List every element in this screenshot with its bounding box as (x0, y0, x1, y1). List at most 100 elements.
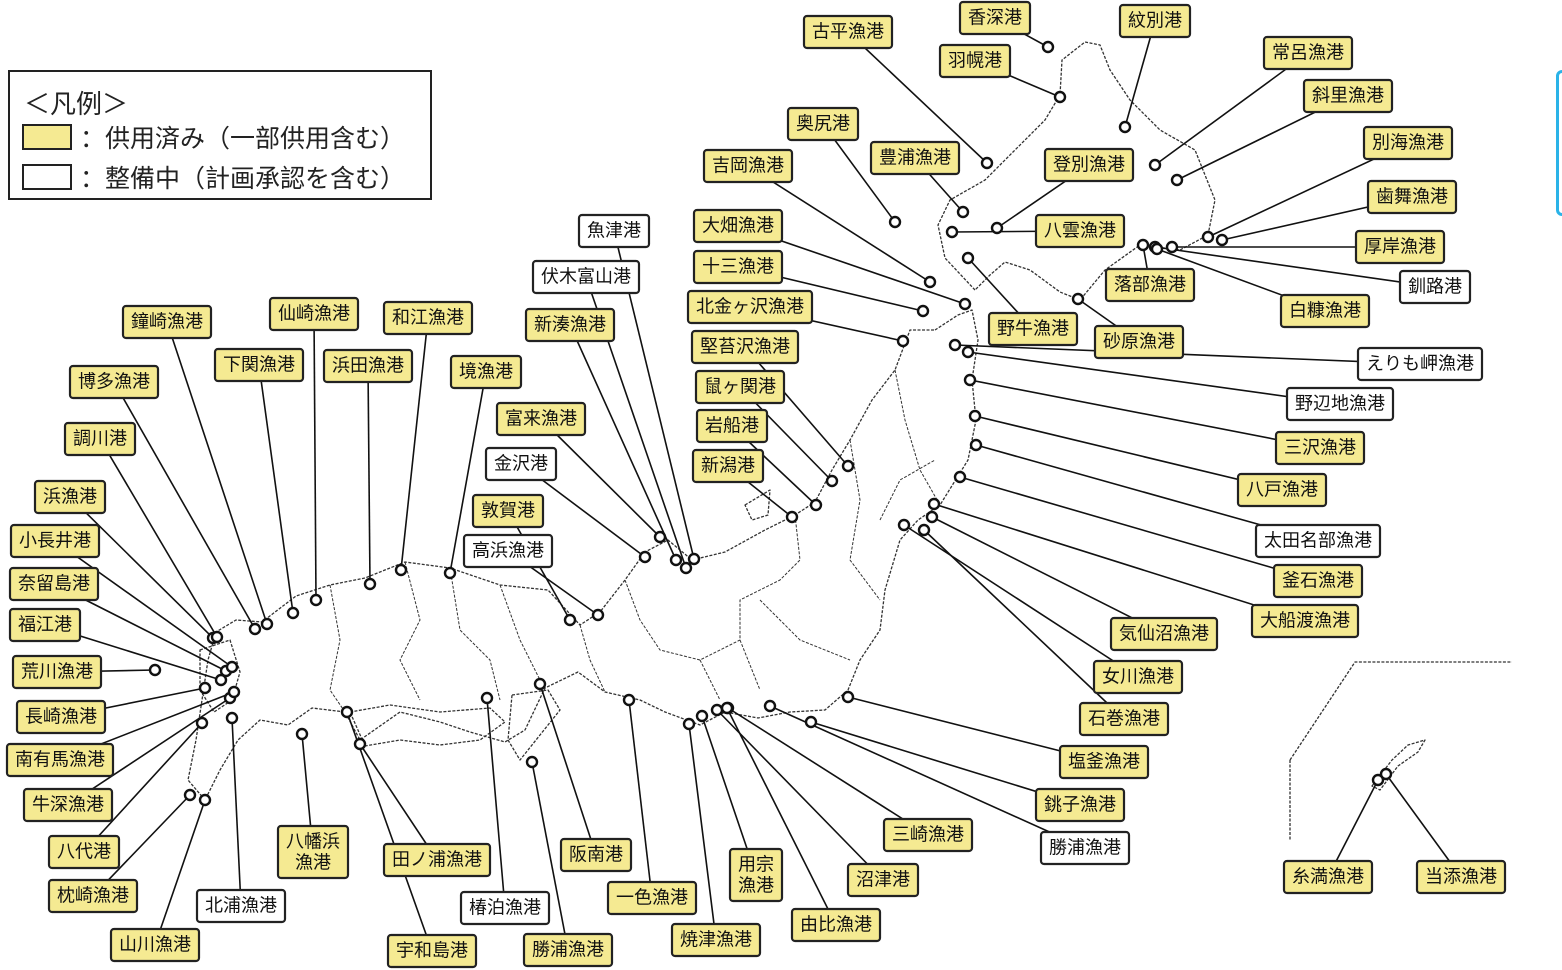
port-marker[interactable] (198, 681, 212, 695)
port-label[interactable]: 野辺地漁港 (1285, 386, 1395, 422)
port-marker[interactable] (804, 715, 818, 729)
port-label[interactable]: 釜石漁港 (1272, 563, 1364, 599)
port-marker[interactable] (679, 561, 693, 575)
port-label[interactable]: 勝浦漁港 (522, 932, 614, 968)
port-marker[interactable] (687, 552, 701, 566)
port-label[interactable]: 仙崎漁港 (268, 296, 360, 332)
port-label[interactable]: 奈留島港 (8, 566, 100, 602)
port-marker[interactable] (897, 518, 911, 532)
port-marker[interactable] (1150, 242, 1164, 256)
port-marker[interactable] (260, 617, 274, 631)
port-label[interactable]: 大船渡漁港 (1250, 603, 1360, 639)
port-label[interactable]: 阪南港 (559, 837, 633, 873)
port-label[interactable]: 常呂漁港 (1262, 35, 1354, 71)
port-label[interactable]: 太田名部漁港 (1254, 523, 1382, 559)
port-marker[interactable] (340, 705, 354, 719)
port-marker[interactable] (923, 275, 937, 289)
port-label[interactable]: 一色漁港 (606, 880, 698, 916)
port-label[interactable]: 伏木富山港 (531, 259, 641, 295)
port-marker[interactable] (563, 613, 577, 627)
port-label[interactable]: 吉岡漁港 (702, 148, 794, 184)
port-marker[interactable] (1371, 773, 1385, 787)
port-marker[interactable] (443, 566, 457, 580)
port-marker[interactable] (682, 717, 696, 731)
port-marker[interactable] (917, 523, 931, 537)
port-label[interactable]: 福江港 (8, 607, 82, 643)
port-label[interactable]: 紋別港 (1118, 3, 1192, 39)
port-marker[interactable] (1148, 158, 1162, 172)
port-label[interactable]: 鼠ヶ関港 (694, 369, 786, 405)
port-marker[interactable] (225, 660, 239, 674)
port-marker[interactable] (286, 606, 300, 620)
port-label[interactable]: 焼津漁港 (670, 922, 762, 958)
port-label[interactable]: 別海漁港 (1362, 125, 1454, 161)
port-marker[interactable] (945, 225, 959, 239)
port-label[interactable]: 沼津港 (846, 862, 920, 898)
port-label[interactable]: 下関漁港 (213, 347, 305, 383)
port-marker[interactable] (622, 693, 636, 707)
port-marker[interactable] (669, 553, 683, 567)
port-label[interactable]: 石巻漁港 (1078, 701, 1170, 737)
port-label[interactable]: 砂原漁港 (1093, 324, 1185, 360)
port-label[interactable]: 白糠漁港 (1279, 293, 1371, 329)
port-marker[interactable] (353, 737, 367, 751)
port-marker[interactable] (1170, 173, 1184, 187)
port-label[interactable]: 北金ヶ沢漁港 (686, 289, 814, 325)
port-marker[interactable] (480, 691, 494, 705)
port-label[interactable]: 豊浦漁港 (869, 140, 961, 176)
port-label[interactable]: 北浦漁港 (195, 888, 287, 924)
port-marker[interactable] (720, 701, 734, 715)
port-label[interactable]: 浜漁港 (33, 479, 107, 515)
port-label[interactable]: 糸満漁港 (1282, 859, 1374, 895)
port-marker[interactable] (763, 699, 777, 713)
port-marker[interactable] (225, 711, 239, 725)
port-marker[interactable] (925, 510, 939, 524)
port-marker[interactable] (896, 334, 910, 348)
port-marker[interactable] (1215, 233, 1229, 247)
port-marker[interactable] (963, 373, 977, 387)
port-marker[interactable] (198, 793, 212, 807)
port-marker[interactable] (888, 215, 902, 229)
port-marker[interactable] (841, 690, 855, 704)
port-label[interactable]: 田ノ浦漁港 (382, 842, 492, 878)
port-marker[interactable] (214, 673, 228, 687)
port-marker[interactable] (1071, 292, 1085, 306)
port-label[interactable]: 富来漁港 (495, 401, 587, 437)
port-label[interactable]: えりも岬漁港 (1356, 346, 1484, 382)
port-marker[interactable] (210, 630, 224, 644)
port-marker[interactable] (956, 205, 970, 219)
port-marker[interactable] (1136, 238, 1150, 252)
port-marker[interactable] (990, 221, 1004, 235)
port-marker[interactable] (1379, 767, 1393, 781)
port-label[interactable]: 釧路港 (1398, 269, 1472, 305)
port-marker[interactable] (363, 577, 377, 591)
port-marker[interactable] (525, 755, 539, 769)
port-marker[interactable] (638, 550, 652, 564)
port-label[interactable]: 野牛漁港 (987, 311, 1079, 347)
port-marker[interactable] (183, 788, 197, 802)
port-label[interactable]: 椿泊漁港 (459, 890, 551, 926)
port-label[interactable]: 宇和島港 (386, 933, 478, 969)
port-label[interactable]: 十三漁港 (692, 249, 784, 285)
port-marker[interactable] (980, 156, 994, 170)
port-label[interactable]: 八雲漁港 (1034, 213, 1126, 249)
port-label[interactable]: 堅苔沢漁港 (690, 329, 800, 365)
port-label[interactable]: 勝浦漁港 (1039, 830, 1131, 866)
port-label[interactable]: 奥尻港 (786, 106, 860, 142)
port-marker[interactable] (248, 622, 262, 636)
port-label[interactable]: 気仙沼漁港 (1109, 616, 1219, 652)
port-label[interactable]: 女川漁港 (1092, 659, 1184, 695)
port-label[interactable]: 厚岸漁港 (1354, 229, 1446, 265)
port-marker[interactable] (958, 297, 972, 311)
port-label[interactable]: 長崎漁港 (15, 699, 107, 735)
port-marker[interactable] (1053, 90, 1067, 104)
port-label[interactable]: 銚子漁港 (1034, 787, 1126, 823)
port-marker[interactable] (927, 497, 941, 511)
port-marker[interactable] (148, 663, 162, 677)
port-marker[interactable] (809, 498, 823, 512)
port-marker[interactable] (653, 530, 667, 544)
port-marker[interactable] (309, 593, 323, 607)
port-label[interactable]: 境漁港 (449, 354, 523, 390)
port-label[interactable]: 荒川漁港 (11, 654, 103, 690)
